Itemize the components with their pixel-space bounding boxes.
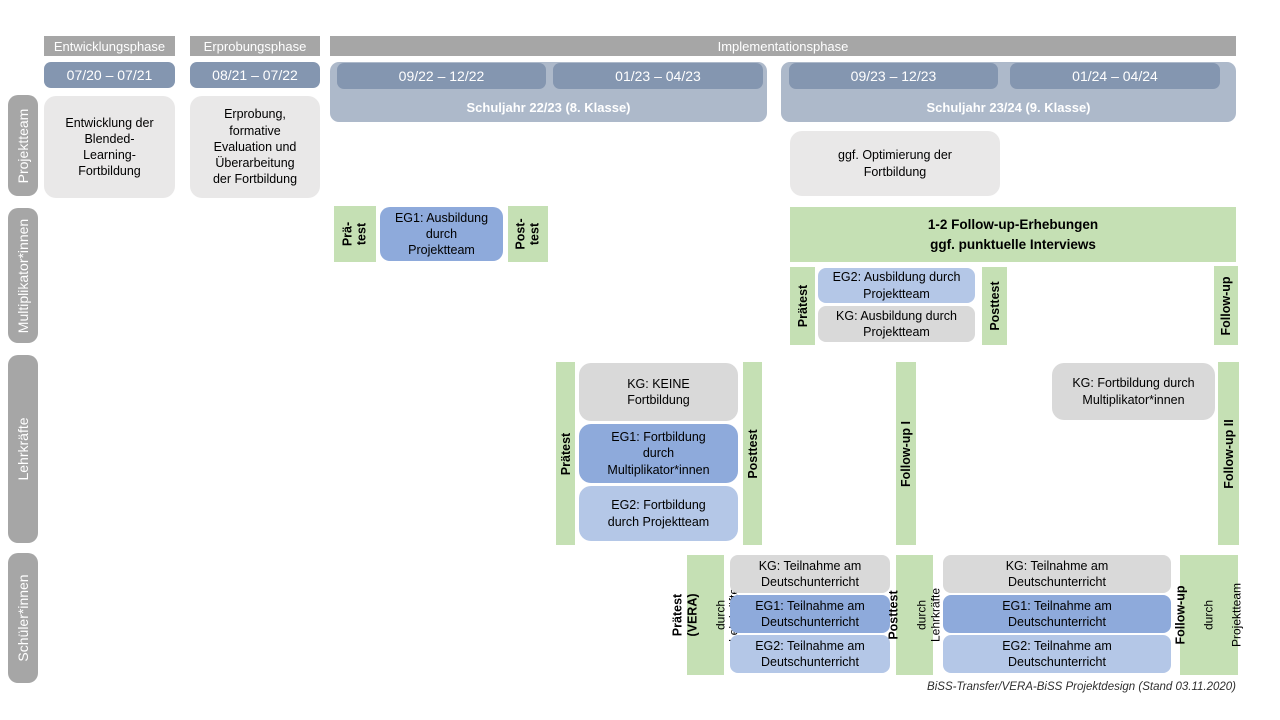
phase-header-entwicklung: Entwicklungsphase (44, 36, 175, 56)
posttest-bar-multiplikatoren-label: Posttest (987, 281, 1002, 331)
praetest-bar-multiplikatoren: Prätest (790, 267, 815, 345)
phase-header-erprobung: Erprobungsphase (190, 36, 320, 56)
actor-schuelerinnen: Schüler*innen (8, 553, 38, 683)
banner-followup-erhebungen: 1-2 Follow-up-Erhebungen ggf. punktuelle… (790, 207, 1236, 262)
followup1-bar-lehrkraefte: Follow-up I (896, 362, 916, 545)
box-eg1-ausbildung: EG1: Ausbildung durch Projektteam (380, 207, 503, 261)
box-eg2-teilnahme-right: EG2: Teilnahme am Deutschunterricht (943, 635, 1171, 673)
school-year-container-23-24: 09/23 – 12/23 01/24 – 04/24 Schuljahr 23… (781, 62, 1236, 122)
praetest-bar-lehrkraefte: Prätest (556, 362, 575, 545)
followup-bar-schueler: Follow-up durch Projektteam (1174, 555, 1244, 675)
box-optimierung-fortbildung: ggf. Optimierung der Fortbildung (790, 131, 1000, 196)
followup1-bar-lehrkraefte-label: Follow-up I (898, 420, 913, 487)
actor-schuelerinnen-label: Schüler*innen (14, 574, 31, 662)
praetest-bar-multiplikatoren-eg1-label: Prä- test (340, 221, 369, 247)
actor-projektteam-label: Projektteam (14, 108, 31, 183)
box-eg2-ausbildung: EG2: Ausbildung durch Projektteam (818, 268, 975, 303)
period-0123-0423: 01/23 – 04/23 (553, 63, 763, 89)
posttest-bar-schueler: Posttest durch Lehrkräfte (886, 555, 942, 675)
box-kg-fortbildung-multiplikatoren: KG: Fortbildung durch Multiplikator*inne… (1052, 363, 1215, 420)
box-entwicklung-fortbildung: Entwicklung der Blended- Learning- Fortb… (44, 96, 175, 198)
praetest-vera-label: Prätest (VERA) (670, 593, 699, 637)
followup-bar-multiplikatoren-label: Follow-up (1218, 275, 1233, 336)
school-year-container-22-23: 09/22 – 12/22 01/23 – 04/23 Schuljahr 22… (330, 62, 767, 122)
box-kg-teilnahme-left: KG: Teilnahme am Deutschunterricht (730, 555, 890, 593)
posttest-schueler-label: Posttest (886, 590, 901, 640)
phase-header-implementation: Implementationsphase (330, 36, 1236, 56)
box-kg-teilnahme-right: KG: Teilnahme am Deutschunterricht (943, 555, 1171, 593)
praetest-vera-bar-schueler: Prätest (VERA) durch Lehrkräfte (670, 555, 740, 675)
actor-lehrkraefte: Lehrkräfte (8, 355, 38, 543)
box-eg2-fortbildung-projektteam: EG2: Fortbildung durch Projektteam (579, 486, 738, 541)
posttest-bar-lehrkraefte: Posttest (743, 362, 762, 545)
posttest-bar-multiplikatoren-eg1-label: Post- test (513, 218, 542, 250)
actor-projektteam: Projektteam (8, 95, 38, 196)
period-0821-0722: 08/21 – 07/22 (190, 62, 320, 88)
period-0124-0424: 01/24 – 04/24 (1010, 63, 1220, 89)
box-eg1-teilnahme-right: EG1: Teilnahme am Deutschunterricht (943, 595, 1171, 633)
footer-credit: BiSS-Transfer/VERA-BiSS Projektdesign (S… (927, 681, 1236, 693)
followup-schueler-sublabel-durch: durch (1201, 599, 1216, 631)
box-kg-keine-fortbildung: KG: KEINE Fortbildung (579, 363, 738, 421)
followup2-bar-lehrkraefte: Follow-up II (1218, 362, 1239, 545)
box-kg-ausbildung: KG: Ausbildung durch Projektteam (818, 306, 975, 342)
followup2-bar-lehrkraefte-label: Follow-up II (1221, 418, 1236, 489)
praetest-bar-multiplikatoren-label: Prätest (795, 284, 810, 328)
box-erprobung-evaluation: Erprobung, formative Evaluation und Über… (190, 96, 320, 198)
actor-lehrkraefte-label: Lehrkräfte (14, 417, 31, 481)
period-0720-0721: 07/20 – 07/21 (44, 62, 175, 88)
posttest-bar-lehrkraefte-label: Posttest (745, 428, 760, 479)
praetest-bar-lehrkraefte-label: Prätest (558, 432, 573, 475)
box-eg1-fortbildung-multiplikatoren: EG1: Fortbildung durch Multiplikator*inn… (579, 424, 738, 483)
posttest-bar-multiplikatoren: Posttest (982, 267, 1007, 345)
school-year-label-23-24: Schuljahr 23/24 (9. Klasse) (926, 100, 1091, 115)
posttest-bar-multiplikatoren-eg1: Post- test (508, 206, 548, 262)
school-year-label-22-23: Schuljahr 22/23 (8. Klasse) (466, 100, 631, 115)
box-eg2-teilnahme-left: EG2: Teilnahme am Deutschunterricht (730, 635, 890, 673)
followup-schueler-sublabel-projektteam: Projektteam (1229, 582, 1244, 648)
followup-schueler-label: Follow-up (1173, 585, 1188, 645)
actor-multiplikatorinnen: Multiplikator*innen (8, 208, 38, 343)
period-0922-1222: 09/22 – 12/22 (337, 63, 546, 89)
box-eg1-teilnahme-left: EG1: Teilnahme am Deutschunterricht (730, 595, 890, 633)
actor-multiplikatorinnen-label: Multiplikator*innen (14, 218, 31, 333)
followup-bar-multiplikatoren: Follow-up (1214, 266, 1238, 345)
posttest-schueler-sublabel: durch Lehrkräfte (914, 587, 942, 643)
praetest-bar-multiplikatoren-eg1: Prä- test (334, 206, 376, 262)
period-0923-1223: 09/23 – 12/23 (789, 63, 998, 89)
